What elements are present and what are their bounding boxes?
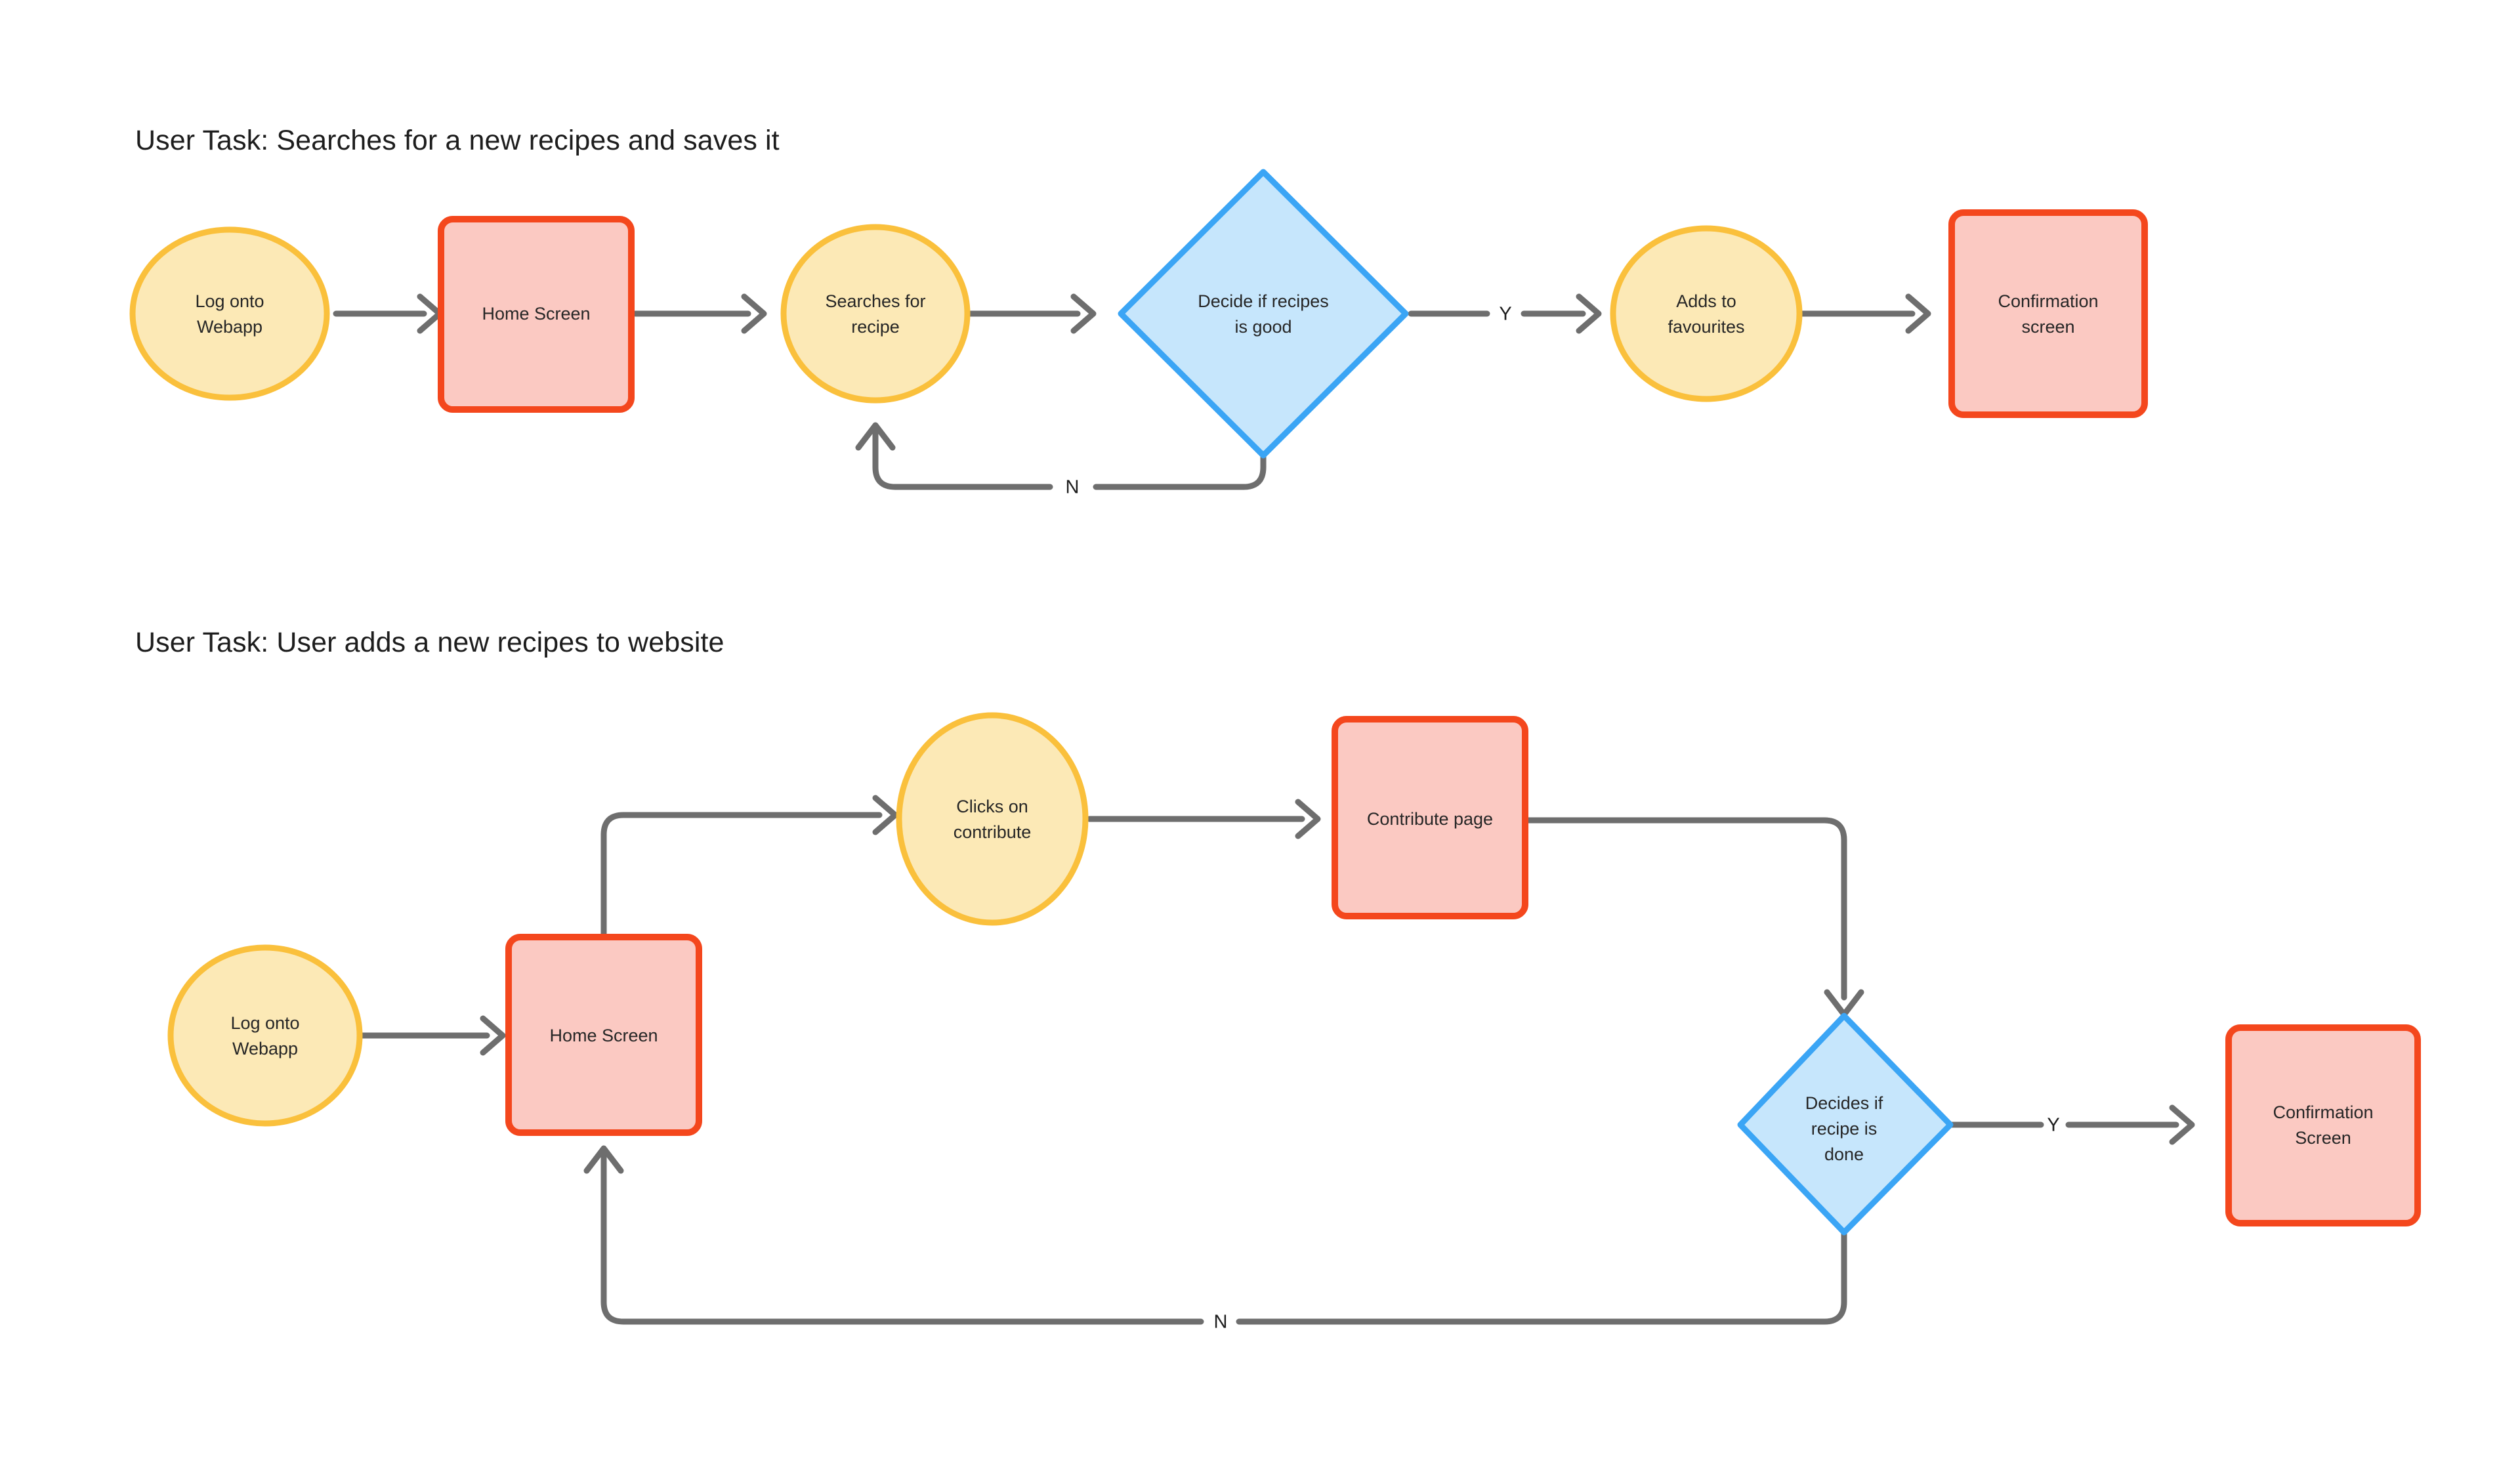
node-confirmation-screen-2[interactable]: Confirmation Screen xyxy=(2225,1024,2421,1226)
node-log-onto-webapp-1[interactable]: Log onto Webapp xyxy=(129,226,330,401)
node-label-line: contribute xyxy=(954,822,1032,842)
edge-decide-to-confirmation-2: Y xyxy=(1927,1104,2195,1145)
edge-contribute-to-decide xyxy=(1519,817,1864,1018)
section-title-search-save: User Task: Searches for a new recipes an… xyxy=(135,125,780,156)
edge-label-no-1: N xyxy=(1066,477,1080,498)
edge-clicks-to-contribute xyxy=(1086,799,1321,839)
node-label-line: Webapp xyxy=(197,317,262,337)
node-log-onto-webapp-2[interactable]: Log onto Webapp xyxy=(167,944,363,1127)
edge-home-to-search xyxy=(632,293,767,334)
node-label-line: Log onto xyxy=(195,291,264,311)
node-label-line: Home Screen xyxy=(549,1026,658,1045)
node-label-line: Home Screen xyxy=(482,304,590,324)
node-label-line: Contribute page xyxy=(1367,809,1493,829)
edge-favourites-to-confirmation xyxy=(1795,293,1931,334)
edge-label-yes-2: Y xyxy=(2047,1115,2059,1136)
node-label-line: Screen xyxy=(2295,1128,2351,1148)
node-label-line: favourites xyxy=(1668,317,1744,337)
node-clicks-on-contribute[interactable]: Clicks on contribute xyxy=(896,712,1089,926)
edge-decide-to-search-no: N xyxy=(855,422,1267,498)
node-label-line: Clicks on xyxy=(956,797,1028,816)
node-label-line: Decides if xyxy=(1805,1093,1883,1113)
node-contribute-page[interactable]: Contribute page xyxy=(1332,716,1528,919)
edge-decide-to-favourites: Y xyxy=(1408,293,1602,334)
node-label-line: done xyxy=(1824,1144,1864,1164)
node-label-line: Confirmation xyxy=(1998,291,2098,311)
node-label-line: Confirmation xyxy=(2273,1102,2373,1122)
node-label-line: is good xyxy=(1234,317,1292,337)
node-confirmation-screen-1[interactable]: Confirmation screen xyxy=(1948,209,2148,418)
node-label-line: Webapp xyxy=(232,1039,298,1058)
edge-login-to-home xyxy=(333,293,443,334)
edge-label-yes-1: Y xyxy=(1499,304,1511,325)
flow-add-recipe: Y N Log onto Webapp Home Screen xyxy=(167,712,2421,1333)
edge-search-to-decide xyxy=(955,293,1097,334)
flow-search-save: Y N Log onto Webapp xyxy=(129,169,2148,498)
node-searches-for-recipe[interactable]: Searches for recipe xyxy=(780,224,971,404)
edge-home-to-clicks xyxy=(600,795,898,938)
edge-decide-to-home-no: N xyxy=(583,1145,1847,1333)
node-decide-if-recipes-is-good[interactable]: Decide if recipes is good xyxy=(1118,169,1409,459)
node-decides-if-recipe-is-done[interactable]: Decides if recipe is done xyxy=(1737,1013,1954,1236)
edge-login-to-home-2 xyxy=(356,1015,506,1056)
node-adds-to-favourites[interactable]: Adds to favourites xyxy=(1610,225,1803,402)
node-label-line: recipe is xyxy=(1811,1119,1878,1139)
node-home-screen-1[interactable]: Home Screen xyxy=(438,216,635,413)
node-label-line: Searches for xyxy=(825,291,925,311)
node-label-line: recipe xyxy=(851,317,900,337)
node-label-line: Log onto xyxy=(230,1013,299,1033)
node-label-line: Adds to xyxy=(1676,291,1736,311)
section-title-add-recipe: User Task: User adds a new recipes to we… xyxy=(135,627,724,658)
edge-label-no-2: N xyxy=(1214,1312,1228,1333)
node-home-screen-2[interactable]: Home Screen xyxy=(505,934,702,1136)
node-label-line: Decide if recipes xyxy=(1198,291,1329,311)
node-label-line: screen xyxy=(2021,317,2074,337)
